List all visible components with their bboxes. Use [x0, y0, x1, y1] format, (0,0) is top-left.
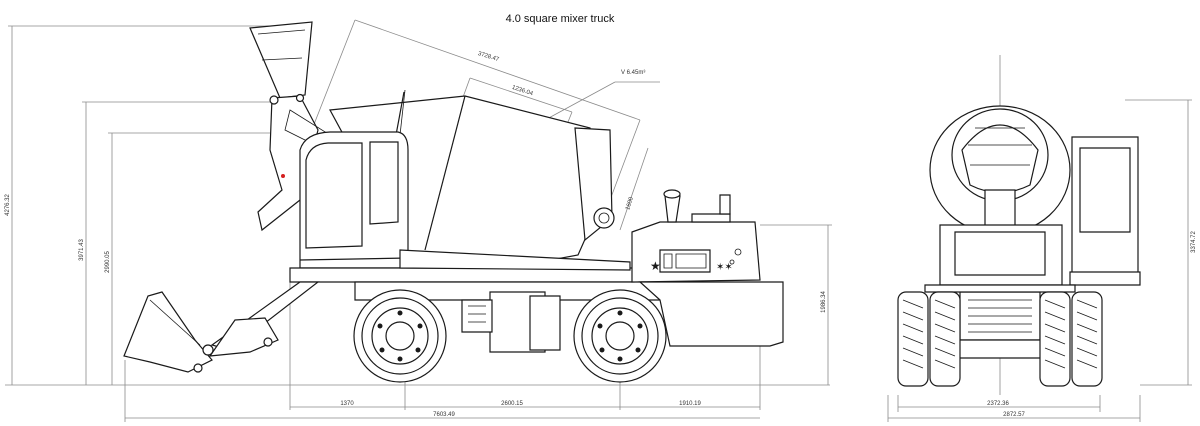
front-wheel	[353, 289, 447, 383]
drum-diameter-label: 1600	[625, 196, 635, 211]
rear-view-tire-1	[897, 291, 929, 387]
overall-height-label: 4276.32	[5, 194, 11, 216]
cab	[299, 131, 409, 269]
lowered-loader-arm	[123, 281, 320, 373]
rear-wheel	[573, 289, 667, 383]
raised-loader-arm	[249, 21, 331, 232]
overall-length-label: 7603.49	[433, 412, 455, 418]
overall-width-label: 2872.57	[1003, 412, 1025, 418]
drum-length-label: 3728.47	[477, 51, 500, 63]
wheelbase-label: 2600.15	[501, 401, 523, 407]
front-overhang-label: 1370	[340, 401, 354, 407]
rear-overhang-label: 1910.19	[679, 401, 701, 407]
rear-height-label: 3374.72	[1191, 231, 1197, 253]
rear-view-tire-3	[1039, 291, 1071, 387]
volume-label: V 6.45m³	[621, 70, 645, 76]
engine-height-label: 1986.34	[821, 291, 827, 313]
bucket-height-label: 2990.05	[105, 251, 111, 273]
drawing-title: 4.0 square mixer truck	[506, 13, 615, 25]
rear-counterweight	[638, 281, 784, 347]
engine-hood: ★ ✶✶	[631, 189, 761, 283]
rear-view-drum	[929, 105, 1071, 235]
rear-view-tire-2	[929, 291, 961, 387]
track-width-label: 2372.36	[987, 401, 1009, 407]
chassis	[289, 249, 671, 353]
rear-view-tire-4	[1071, 291, 1103, 387]
rear-view-cab	[1069, 136, 1141, 286]
cab-height-label: 3971.43	[79, 239, 85, 261]
svg-text:★: ★	[650, 259, 661, 273]
svg-text:✶✶: ✶✶	[716, 262, 733, 273]
